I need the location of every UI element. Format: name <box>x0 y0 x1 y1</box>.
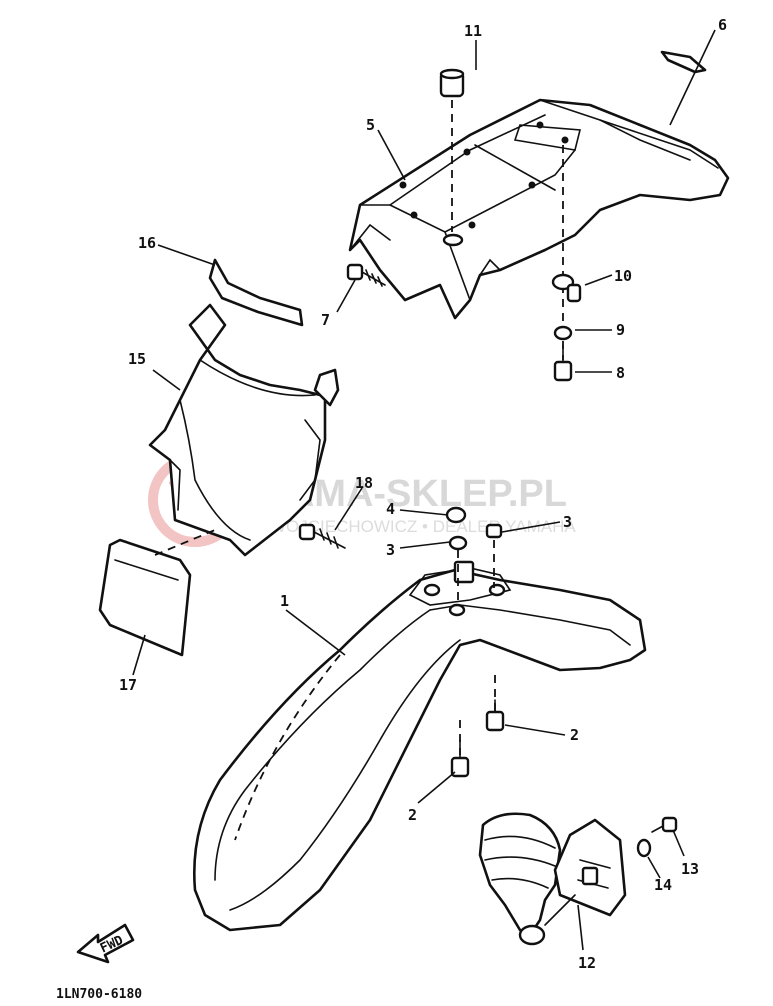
callout-18: 18 <box>355 474 373 492</box>
part-6-plate <box>660 50 707 74</box>
callout-17: 17 <box>119 676 137 694</box>
callout-9: 9 <box>616 321 625 339</box>
part-16-strip <box>208 258 304 327</box>
callout-1: 1 <box>280 592 289 610</box>
callout-2-a: 2 <box>570 726 579 744</box>
parts-3-4-hardware <box>445 506 503 605</box>
part-1-front-fender <box>193 560 647 932</box>
diagram-code: 1LN700-6180 <box>56 987 142 1002</box>
callout-4: 4 <box>386 500 395 518</box>
part-15-inner-fender <box>148 303 340 557</box>
part-12-bracket-assembly <box>478 812 678 946</box>
part-18-bolt <box>298 523 346 549</box>
callout-14: 14 <box>654 876 672 894</box>
fwd-arrow-icon: FWD <box>76 923 135 964</box>
callout-7: 7 <box>321 311 330 329</box>
part-17-plate <box>98 529 216 657</box>
part-7-screw <box>346 263 386 287</box>
callout-3-b: 3 <box>563 513 572 531</box>
part-2-bolts <box>450 675 505 778</box>
callout-16: 16 <box>138 234 156 252</box>
callout-10: 10 <box>614 267 632 285</box>
parts-8-9-10-hardware <box>551 145 582 382</box>
callout-2-b: 2 <box>408 806 417 824</box>
callout-12: 12 <box>578 954 596 972</box>
callout-11: 11 <box>464 22 482 40</box>
part-11-grommet <box>439 68 465 232</box>
callout-15: 15 <box>128 350 146 368</box>
callout-13: 13 <box>681 860 699 878</box>
callout-5: 5 <box>366 116 375 134</box>
part-5-rear-fender <box>348 98 730 320</box>
callout-8: 8 <box>616 364 625 382</box>
callout-6: 6 <box>718 16 727 34</box>
callout-3-a: 3 <box>386 541 395 559</box>
leader-lines <box>132 29 716 951</box>
callout-labels: 1 2 2 3 3 4 5 6 7 8 9 10 11 12 13 14 15 … <box>119 16 727 972</box>
